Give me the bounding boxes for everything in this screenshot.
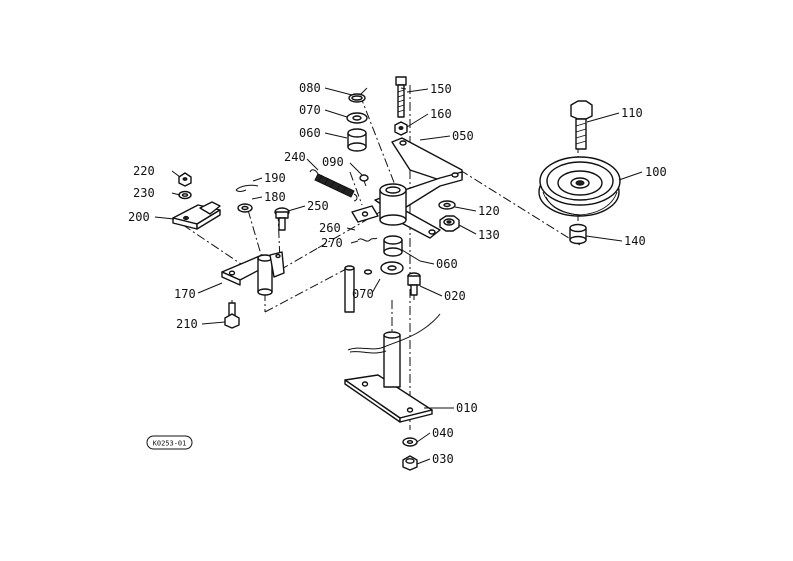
label-030: 030 bbox=[432, 452, 454, 466]
arm-050 bbox=[374, 137, 463, 239]
pin-250 bbox=[274, 207, 290, 231]
lever-170 bbox=[221, 251, 285, 296]
label-200: 200 bbox=[128, 210, 150, 224]
nut-160 bbox=[394, 121, 408, 136]
label-180: 180 bbox=[264, 190, 286, 204]
label-230: 230 bbox=[133, 186, 155, 200]
label-070-upper: 070 bbox=[299, 103, 321, 117]
washer-070-upper bbox=[346, 112, 368, 124]
leader-lines bbox=[154, 87, 643, 465]
nut-030 bbox=[402, 455, 418, 471]
label-050: 050 bbox=[452, 129, 474, 143]
label-260: 260 bbox=[319, 221, 341, 235]
label-100: 100 bbox=[645, 165, 667, 179]
small-washer-center bbox=[363, 269, 373, 275]
label-060-lower: 060 bbox=[436, 257, 458, 271]
label-040: 040 bbox=[432, 426, 454, 440]
label-250: 250 bbox=[307, 199, 329, 213]
washer-230 bbox=[178, 190, 192, 200]
snap-ring-080 bbox=[348, 93, 366, 103]
bolt-110 bbox=[570, 100, 593, 150]
bushing-060-lower bbox=[383, 235, 403, 257]
washer-180 bbox=[237, 203, 253, 213]
clip-090 bbox=[359, 174, 369, 187]
bushing-060-upper bbox=[347, 128, 367, 152]
spring-240 bbox=[309, 169, 358, 202]
label-020: 020 bbox=[444, 289, 466, 303]
bolt-150 bbox=[395, 76, 407, 118]
part-labels: 080 070 060 150 160 050 110 100 120 130 … bbox=[128, 81, 667, 466]
label-090: 090 bbox=[322, 155, 344, 169]
base-plate-010 bbox=[344, 331, 433, 423]
label-240: 240 bbox=[284, 150, 306, 164]
label-060-upper: 060 bbox=[299, 126, 321, 140]
label-010: 010 bbox=[456, 401, 478, 415]
diagram-code-badge: K0253-01 bbox=[146, 435, 193, 450]
label-140: 140 bbox=[624, 234, 646, 248]
bushing-140 bbox=[569, 223, 587, 245]
label-070-lower: 070 bbox=[352, 287, 374, 301]
label-220: 220 bbox=[133, 164, 155, 178]
clip-270 bbox=[357, 237, 378, 242]
label-270: 270 bbox=[321, 236, 343, 250]
nut-130 bbox=[439, 215, 460, 232]
nut-220 bbox=[178, 172, 192, 187]
label-160: 160 bbox=[430, 107, 452, 121]
washer-070-lower bbox=[380, 261, 404, 275]
label-170: 170 bbox=[174, 287, 196, 301]
label-080: 080 bbox=[299, 81, 321, 95]
pin-020 bbox=[407, 272, 421, 300]
label-190: 190 bbox=[264, 171, 286, 185]
washer-120 bbox=[438, 200, 456, 210]
label-210: 210 bbox=[176, 317, 198, 331]
label-150: 150 bbox=[430, 82, 452, 96]
label-120: 120 bbox=[478, 204, 500, 218]
pulley-100 bbox=[538, 156, 621, 217]
label-110: 110 bbox=[621, 106, 643, 120]
pin-070-side bbox=[344, 265, 355, 313]
diagram-code: K0253-01 bbox=[153, 440, 187, 448]
washer-040 bbox=[402, 437, 418, 447]
break-line-lower bbox=[349, 350, 387, 354]
bolt-210 bbox=[224, 302, 240, 329]
break-line bbox=[347, 313, 441, 351]
label-130: 130 bbox=[478, 228, 500, 242]
bracket-200 bbox=[172, 201, 221, 230]
clip-190 bbox=[235, 184, 259, 192]
bracket-260 bbox=[351, 205, 379, 223]
